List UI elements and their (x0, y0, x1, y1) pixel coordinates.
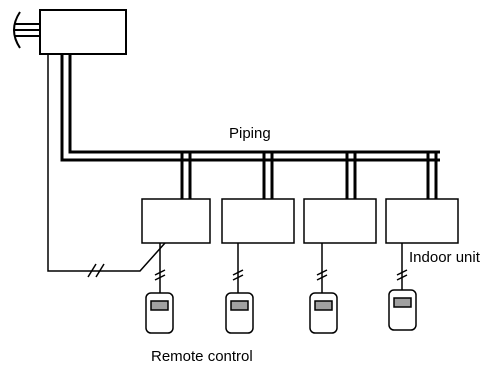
remote-wires (154, 243, 408, 293)
power-supply-cable (13, 11, 40, 49)
outdoor-unit (39, 9, 127, 55)
remote-control-3 (309, 292, 338, 334)
indoor-unit-2 (221, 198, 295, 244)
remote-control-2 (225, 292, 254, 334)
remote-control-1 (145, 292, 174, 334)
remote-control-label: Remote control (151, 348, 253, 365)
piping-label: Piping (229, 125, 271, 142)
transmission-wire (47, 54, 166, 278)
indoor-unit-1 (141, 198, 211, 244)
branch-pipes (180, 152, 438, 199)
remote-control-4 (388, 289, 417, 331)
main-piping (60, 54, 440, 162)
indoor-unit-3 (303, 198, 377, 244)
indoor-unit-4 (385, 198, 459, 244)
indoor-unit-label: Indoor unit (409, 249, 481, 266)
